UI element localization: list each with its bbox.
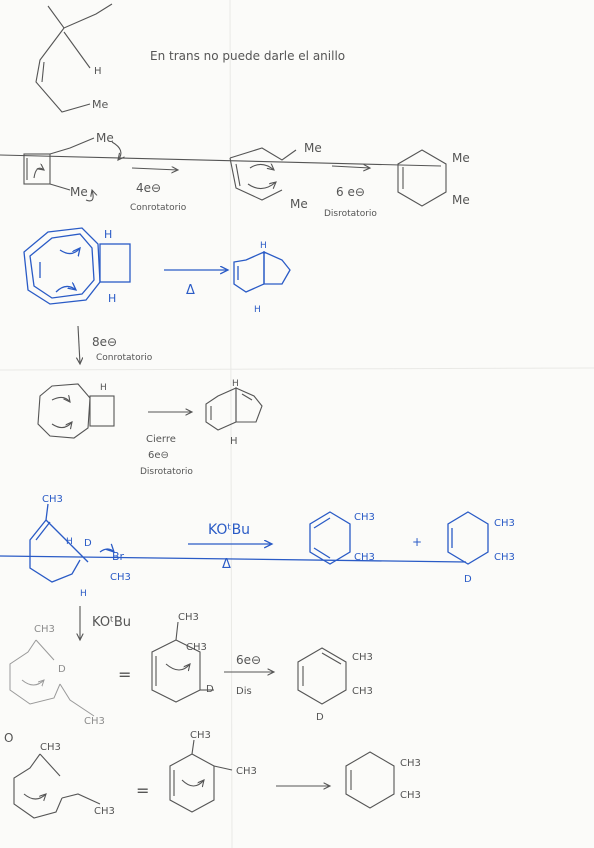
trans-triene-structure: H Me [35, 3, 113, 113]
prod2-d: D [464, 574, 472, 585]
me-top: Me [96, 131, 114, 145]
product-2-deuterated-diene: CH3 CH3 D [0, 511, 515, 585]
reagent-kotbu: KOᵗBu [208, 522, 250, 538]
reagent-kotbu-2: KOᵗBu [92, 615, 131, 630]
ch3-b: CH3 [84, 716, 105, 727]
prod1-ch3-bottom: CH3 [354, 552, 375, 563]
conrotatory-label-2: Conrotatorio [96, 353, 153, 363]
conrotatory-label: Conrotatorio [130, 203, 187, 213]
ch3-b: CH3 [94, 806, 115, 817]
hexatriene-structure: Me Me [229, 141, 322, 211]
label-h: H [94, 66, 102, 77]
ch3-c: CH3 [190, 730, 211, 741]
electron-count-6: 6e⊖ [148, 450, 169, 461]
h-label: H [66, 537, 73, 547]
triene-intermediate: CH3 CH3 [13, 742, 115, 819]
triene-intermediate-d: CH3 D CH3 [9, 624, 105, 727]
bicyclic-product: H H [205, 379, 263, 447]
cyclobutene-structure: Me Me [23, 131, 121, 202]
page-fold-line [0, 367, 594, 371]
deuterated-product: CH3 CH3 D [297, 647, 373, 723]
ch3-top: CH3 [42, 494, 63, 505]
h-label: H [100, 383, 107, 393]
electron-count-2: 6 e⊖ [336, 185, 365, 199]
equals-sign: = [136, 781, 149, 800]
reaction-arrow [131, 168, 178, 170]
d-label: D [58, 664, 66, 675]
cyclohexadiene-product: Me Me [0, 149, 470, 207]
prod-me-top: Me [452, 151, 470, 165]
triene-redrawn-d: CH3 CH3 D [151, 612, 214, 703]
plus-sign: + [412, 535, 422, 549]
trans-note: En trans no puede darle el anillo [150, 49, 345, 63]
triene-redrawn: CH3 CH3 [169, 730, 257, 813]
prod2-ch3-bottom: CH3 [494, 552, 515, 563]
ch3-d: CH3 [186, 642, 207, 653]
me-bottom: Me [70, 185, 88, 199]
h-bottom: H [108, 292, 116, 305]
electron-count-6b: 6e⊖ [236, 653, 261, 667]
br-label: Br [112, 550, 125, 563]
heat-symbol-2: Δ [222, 557, 231, 572]
disrotatory-label: Disrotatorio [324, 209, 377, 219]
prod-h-bottom: H [254, 305, 261, 315]
h2-label: H [80, 589, 87, 599]
ch3-d: CH3 [236, 766, 257, 777]
prod-h-top: H [260, 241, 267, 251]
prod-me-bottom: Me [452, 193, 470, 207]
prod-h-bottom: H [230, 436, 238, 447]
reaction-arrow [331, 166, 370, 168]
prod-h-top: H [232, 379, 239, 389]
disrotatory-label-2: Disrotatorio [140, 467, 193, 477]
prod1-ch3-top: CH3 [354, 512, 375, 523]
prod2-ch3-top: CH3 [494, 518, 515, 529]
h-top: H [104, 228, 112, 241]
prod-d: D [316, 712, 324, 723]
d-label: D [84, 538, 92, 549]
dis-label: Dis [236, 686, 252, 697]
down-arrow [78, 325, 80, 364]
final-product: CH3 CH3 [345, 751, 421, 809]
deuterated-bromide-substrate: CH3 H D Br CH3 H [29, 494, 131, 599]
ch3-a: CH3 [40, 742, 61, 753]
prod-ch3-top: CH3 [352, 652, 373, 663]
heat-symbol: Δ [186, 283, 195, 298]
label-me: Me [92, 98, 108, 111]
circle-mark: O [4, 731, 13, 745]
electron-count-8: 8e⊖ [92, 335, 117, 349]
bicyclic-cyclooctatriene: H H [23, 227, 131, 305]
mid-me-top: Me [304, 141, 322, 155]
cierre-label: Cierre [146, 434, 176, 445]
ch3-side: CH3 [110, 572, 131, 583]
equals-sign: = [118, 665, 131, 684]
prod-ch3-bottom: CH3 [400, 790, 421, 801]
ch3-c: CH3 [178, 612, 199, 623]
prod-ch3-top: CH3 [400, 758, 421, 769]
prod-ch3-bottom: CH3 [352, 686, 373, 697]
ch3-a: CH3 [34, 624, 55, 635]
bicyclic-product-blue: H H [233, 241, 291, 315]
cyclooctatriene-intermediate: H [37, 383, 115, 439]
product-1-dimethylcyclohexadiene: CH3 CH3 [309, 511, 375, 565]
d2-label: D [206, 684, 214, 695]
electron-count: 4e⊖ [136, 181, 161, 195]
mid-me-bottom: Me [290, 197, 308, 211]
